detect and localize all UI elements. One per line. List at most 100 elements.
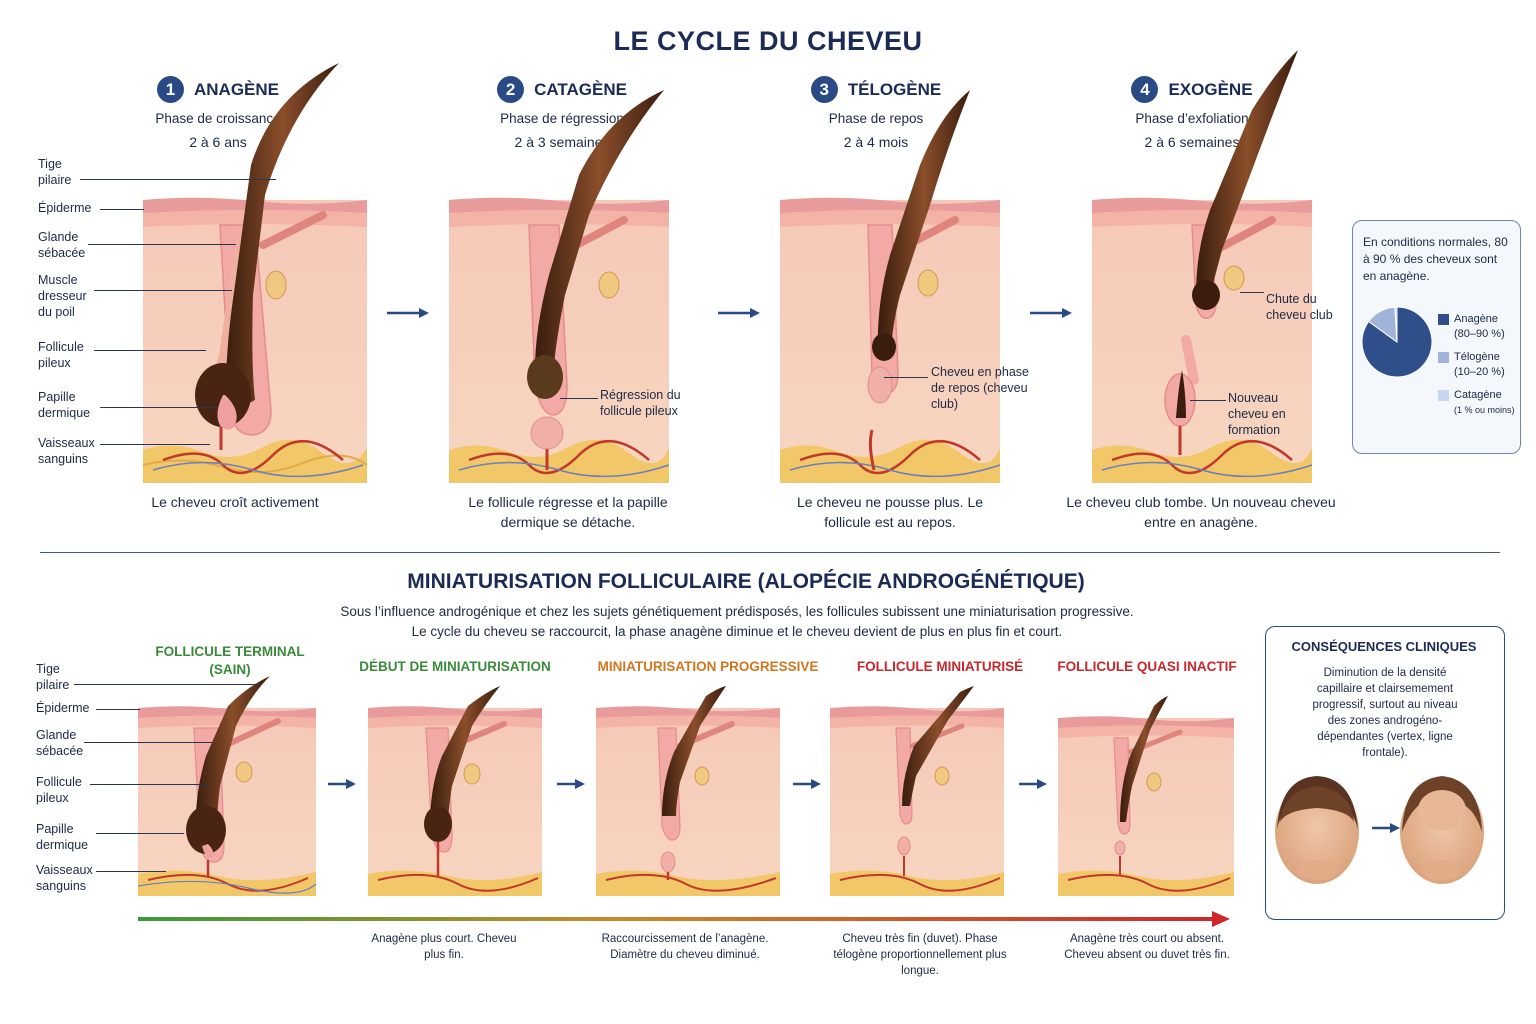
mini-label-vaisseaux: Vaisseaux sanguins	[36, 863, 93, 893]
label-tige: Tige pilaire	[38, 157, 72, 187]
mini-label-epiderme: Épiderme	[36, 701, 90, 715]
distribution-pie-chart	[1361, 306, 1433, 378]
section2-desc-line: Sous l’influence androgénique et chez le…	[340, 604, 1134, 619]
clinical-text: Diminution de la densité capillaire et c…	[1312, 667, 1458, 759]
leader-line	[100, 209, 144, 210]
stage-phase: Phase de croissance	[155, 111, 281, 126]
mini-stage-caption: Raccourcissement de l’anagène. Diamètre …	[601, 933, 769, 961]
stage-name: CATAGÈNE	[534, 79, 627, 99]
label-vaisseaux: Vaisseaux sanguins	[38, 436, 95, 466]
mini-label-follicule: Follicule pileux	[36, 775, 82, 805]
leader-line	[88, 244, 236, 245]
leader-line	[96, 833, 184, 834]
progression-arrow	[138, 911, 1230, 927]
mini-panel-inactif	[1058, 696, 1234, 896]
stage-name: EXOGÈNE	[1168, 79, 1253, 99]
stage-caption: Le follicule régresse et la papille derm…	[468, 494, 668, 530]
stage-caption: Le cheveu croît activement	[151, 494, 319, 510]
legend-name: Catagène	[1454, 389, 1502, 401]
leader-line	[560, 398, 598, 399]
annotation-chute: Chute du cheveu club	[1266, 292, 1333, 322]
arrow-right-icon	[1030, 308, 1072, 318]
section-divider	[40, 552, 1500, 553]
pie-slice-catagène	[1394, 306, 1398, 343]
stage-caption: Le cheveu club tombe. Un nouveau cheveu …	[1066, 494, 1336, 530]
label-follicule: Follicule pileux	[38, 340, 84, 370]
section2-desc-line: Le cycle du cheveu se raccourcit, la pha…	[411, 624, 1063, 639]
arrow-right-icon	[557, 779, 585, 789]
label-muscle: Muscle dresseur du poil	[38, 273, 87, 319]
stage-name: TÉLOGÈNE	[847, 79, 942, 99]
stats-text: En conditions normales, 80 à 90 % des ch…	[1363, 235, 1508, 283]
stage-name: ANAGÈNE	[193, 79, 279, 99]
legend-name: Télogène	[1454, 351, 1500, 363]
mini-label-tige: Tige pilaire	[36, 662, 70, 692]
arrow-right-icon	[793, 779, 821, 789]
legend-swatch	[1438, 352, 1449, 363]
mini-stage-caption: Cheveu très fin (duvet). Phase télogène …	[833, 933, 1007, 977]
leader-line	[74, 684, 260, 685]
legend-name: Anagène	[1454, 313, 1499, 325]
stage-phase: Phase de repos	[828, 111, 924, 126]
annotation-regression: Régression du follicule pileux	[600, 388, 681, 418]
legend-range: (80–90 %)	[1454, 328, 1505, 340]
legend-entry: Catagène (1 % ou moins)	[1438, 388, 1518, 418]
stage-number-badge: 1	[156, 76, 184, 103]
leader-line	[884, 377, 928, 378]
mini-stage-title: DÉBUT DE MINIATURISATION	[359, 659, 551, 674]
arrow-right-icon	[1019, 779, 1047, 789]
clinical-title: CONSÉQUENCES CLINIQUES	[1291, 639, 1477, 654]
leader-line	[84, 742, 212, 743]
mini-stage-title: FOLLICULE QUASI INACTIF	[1057, 659, 1237, 674]
mini-panel-terminal	[138, 676, 317, 896]
stage-duration: 2 à 6 semaines	[1144, 134, 1240, 150]
label-glande: Glande sébacée	[38, 230, 86, 260]
stage-duration: 2 à 3 semaines	[514, 134, 610, 150]
annotation-repos: Cheveu en phase de repos (cheveu club)	[931, 365, 1029, 411]
legend-swatch	[1438, 314, 1449, 325]
stage-duration: 2 à 6 ans	[189, 134, 247, 150]
legend-range: (10–20 %)	[1454, 366, 1505, 378]
section2-description: Sous l’influence androgénique et chez le…	[0, 602, 1474, 642]
stage-header-anagene: 1 ANAGÈNE Phase de croissance 2 à 6 ans	[98, 76, 338, 150]
leader-line	[90, 784, 208, 785]
scalp-comparison-illustration	[1275, 776, 1484, 884]
mini-stage-caption: Anagène très court ou absent. Cheveu abs…	[1064, 933, 1230, 961]
skin-panel-telogene	[780, 90, 1001, 483]
annotation-nouveau: Nouveau cheveu en formation	[1228, 391, 1286, 437]
mini-label-papille: Papille dermique	[36, 822, 89, 852]
pie-legend: Anagène (80–90 %) Télogène (10–20 %) Catag…	[1438, 312, 1518, 418]
mini-panel-miniaturise	[830, 686, 1004, 896]
leader-line	[1190, 400, 1226, 401]
mini-stage-caption: Anagène plus court. Cheveu plus fin.	[371, 933, 517, 961]
skin-panel-catagene	[449, 90, 670, 483]
leader-line	[100, 407, 218, 408]
stage-phase: Phase de régression	[500, 111, 624, 126]
stage-phase: Phase d’exfoliation	[1135, 111, 1249, 126]
legend-entry: Anagène (80–90 %)	[1438, 312, 1518, 342]
arrow-right-icon	[387, 308, 429, 318]
mini-panel-debut	[368, 686, 542, 896]
stage-header-exogene: 4 EXOGÈNE Phase d’exfoliation 2 à 6 semai…	[1072, 76, 1312, 150]
leader-line	[94, 350, 206, 351]
stage-caption: Le cheveu ne pousse plus. Le follicule e…	[796, 494, 984, 530]
mini-panel-progressive	[596, 686, 780, 896]
leader-line	[1240, 292, 1264, 293]
label-papille: Papille dermique	[38, 390, 91, 420]
leader-line	[80, 179, 276, 180]
skin-panel-exogene	[1092, 50, 1313, 483]
leader-line	[96, 871, 166, 872]
legend-entry: Télogène (10–20 %)	[1438, 350, 1518, 380]
mini-stage-title: MINIATURISATION PROGRESSIVE	[597, 659, 819, 674]
label-epiderme: Épiderme	[38, 201, 92, 215]
leader-line	[94, 290, 232, 291]
stage-number-badge: 2	[497, 76, 525, 103]
legend-range: (1 % ou moins)	[1454, 405, 1515, 415]
stage-number-badge: 4	[1131, 76, 1159, 103]
mini-label-glande: Glande sébacée	[36, 728, 84, 758]
section2-title: MINIATURISATION FOLLICULAIRE (ALOPÉCIE A…	[407, 570, 1085, 593]
page-title: LE CYCLE DU CHEVEU	[613, 26, 923, 56]
stage-duration: 2 à 4 mois	[843, 134, 909, 150]
mini-stage-title: FOLLICULE TERMINAL (SAIN)	[155, 644, 305, 677]
